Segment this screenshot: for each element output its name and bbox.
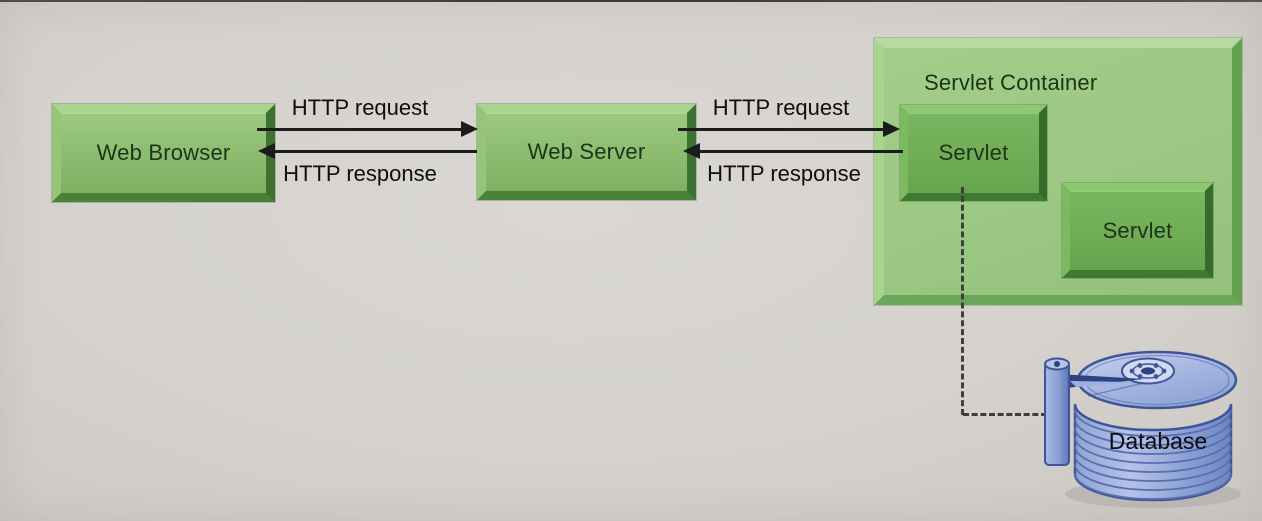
database-hub bbox=[1121, 357, 1175, 385]
database-slab bbox=[1044, 357, 1070, 466]
servlet-1-label: Servlet bbox=[938, 140, 1009, 165]
arrowhead-right-icon bbox=[883, 121, 900, 137]
node-web-server: Web Server bbox=[477, 104, 696, 200]
arrow-server-to-browser-line bbox=[275, 150, 477, 153]
edge-label-http-request-2: HTTP request bbox=[712, 95, 850, 120]
web-browser-label: Web Browser bbox=[96, 140, 231, 165]
servlet-container-title: Servlet Container bbox=[924, 70, 1098, 95]
arrowhead-left-icon bbox=[258, 143, 275, 159]
arrow-server-to-servlet-line bbox=[678, 128, 884, 131]
arrow-browser-to-server-line bbox=[257, 128, 463, 131]
web-server-label: Web Server bbox=[527, 139, 646, 164]
edge-label-http-response-1: HTTP response bbox=[283, 161, 437, 186]
node-servlet-1: Servlet bbox=[900, 105, 1047, 201]
edge-label-http-response-2: HTTP response bbox=[707, 161, 861, 186]
dashed-connector-horizontal bbox=[963, 413, 1047, 416]
arrow-servlet-to-server-line bbox=[700, 150, 903, 153]
arrowhead-right-icon bbox=[461, 121, 478, 137]
database-ribs bbox=[1074, 409, 1232, 500]
servlet-2-label: Servlet bbox=[1102, 217, 1173, 243]
edge-label-http-request-1: HTTP request bbox=[291, 95, 429, 120]
database-arm-highlight bbox=[1070, 381, 1134, 387]
database-label: Database bbox=[1109, 428, 1207, 454]
database-icon: Database bbox=[1044, 350, 1241, 508]
node-servlet-2: Servlet bbox=[1062, 183, 1213, 278]
dashed-connector-vertical bbox=[961, 187, 964, 415]
node-web-browser: Web Browser bbox=[52, 104, 275, 202]
arrowhead-left-icon bbox=[683, 143, 700, 159]
top-edge-line bbox=[0, 0, 1262, 2]
